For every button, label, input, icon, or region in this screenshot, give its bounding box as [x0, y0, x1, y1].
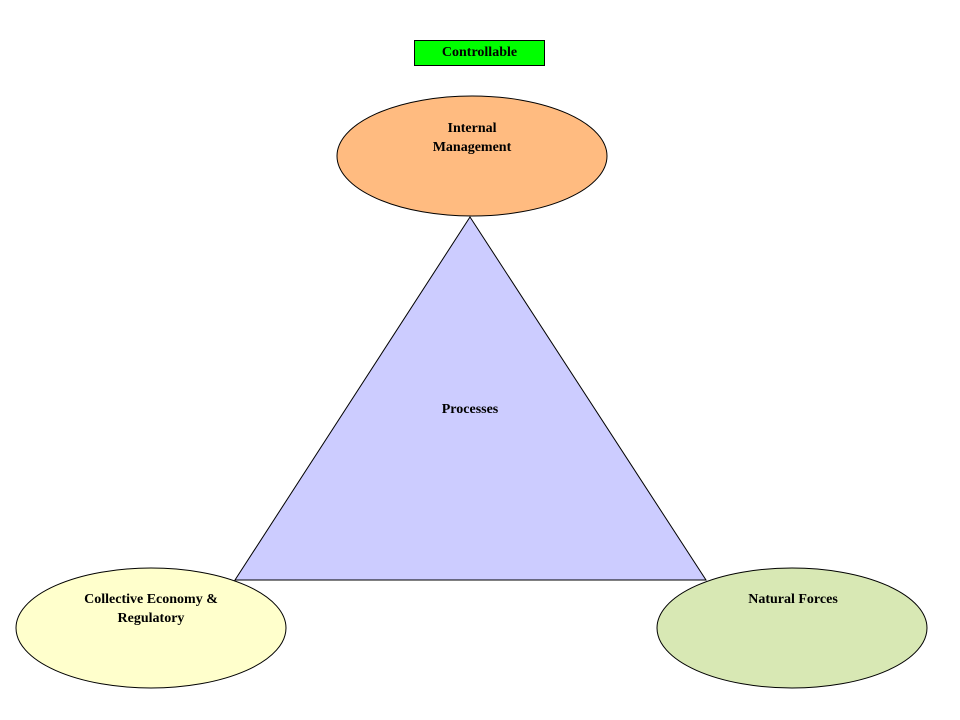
- processes-text: Processes: [441, 402, 499, 417]
- processes-label: Processes: [370, 400, 570, 419]
- natural-forces-text: Natural Forces: [748, 592, 838, 607]
- internal-management-ellipse: [336, 95, 608, 217]
- collective-economy-ellipse: [15, 567, 287, 689]
- collective-economy-label: Collective Economy & Regulatory: [41, 590, 261, 628]
- controllable-label: Controllable: [441, 45, 518, 60]
- internal-management-label: Internal Management: [372, 119, 572, 157]
- collective-economy-line2: Regulatory: [117, 611, 185, 626]
- collective-economy-line1: Collective Economy &: [84, 592, 218, 607]
- natural-forces-label: Natural Forces: [683, 590, 903, 609]
- controllable-legend-box: Controllable: [414, 40, 545, 66]
- internal-management-line2: Management: [432, 140, 512, 155]
- natural-forces-ellipse: [656, 567, 928, 689]
- processes-triangle: [234, 216, 707, 581]
- internal-management-line1: Internal: [447, 121, 497, 136]
